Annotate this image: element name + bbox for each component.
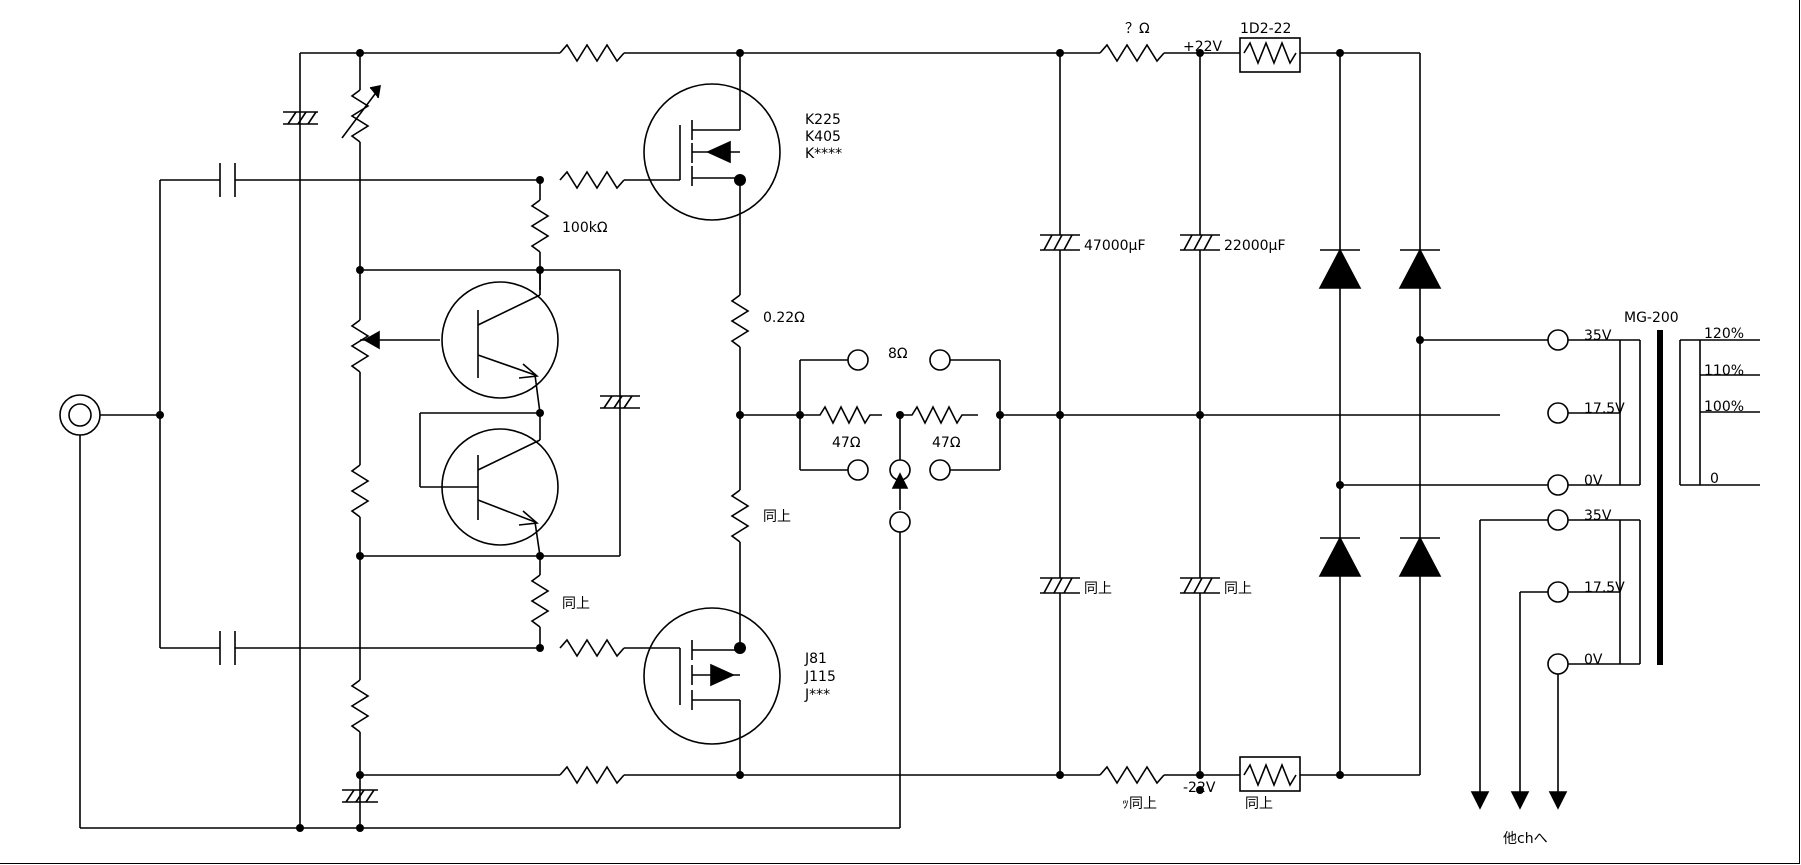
tap-35v-a bbox=[1547, 329, 1569, 351]
resistor-same-mid bbox=[730, 489, 750, 543]
label-v-minus: -22V bbox=[1183, 780, 1216, 796]
power-caps bbox=[1040, 53, 1220, 794]
driver-column bbox=[360, 180, 640, 648]
bias-potentiometer bbox=[350, 319, 370, 373]
fuse-bottom bbox=[1239, 756, 1301, 792]
resistor-bias-low bbox=[350, 679, 370, 733]
top-rail bbox=[300, 37, 1420, 73]
label-r-022: 0.22Ω bbox=[763, 310, 805, 326]
label-tap-0v-a: 0V bbox=[1584, 473, 1603, 489]
output-load bbox=[740, 349, 1500, 828]
output-stage bbox=[643, 53, 781, 775]
label-pri-120: 120% bbox=[1704, 326, 1744, 342]
label-transformer: MG-200 bbox=[1624, 310, 1679, 326]
label-r-same-mid: 同上 bbox=[763, 509, 791, 525]
label-q-bottom-1: J81 bbox=[804, 651, 827, 667]
label-q-top-2: K405 bbox=[805, 129, 841, 145]
input-section bbox=[59, 53, 900, 829]
gate-resistors bbox=[559, 170, 680, 658]
terminal-47-left bbox=[847, 459, 869, 481]
rectifier-bridge bbox=[1318, 53, 1548, 775]
bias-network bbox=[341, 53, 440, 828]
label-tap-0v-b: 0V bbox=[1584, 652, 1603, 668]
label-tap-175v-a: 17.5V bbox=[1584, 401, 1625, 417]
mosfet-top bbox=[643, 83, 781, 221]
terminal-8ohm-right bbox=[929, 349, 951, 371]
label-v-plus: +22V bbox=[1183, 39, 1223, 55]
label-q-bottom-2: J115 bbox=[804, 669, 836, 685]
terminal-8ohm-left bbox=[847, 349, 869, 371]
resistor-gate-bottom bbox=[559, 638, 625, 658]
label-q-bottom-3: J*** bbox=[804, 687, 830, 703]
resistor-47-right bbox=[900, 405, 978, 425]
resistor-bottom-rail bbox=[559, 765, 625, 785]
junction-dots bbox=[156, 49, 1424, 832]
label-pri-0: 0 bbox=[1710, 471, 1719, 487]
label-tap-175v-b: 17.5V bbox=[1584, 580, 1625, 596]
resistor-022 bbox=[730, 294, 750, 348]
tap-0v-a bbox=[1547, 474, 1569, 496]
input-jack bbox=[59, 394, 101, 436]
tap-175v-b bbox=[1547, 581, 1569, 603]
label-q-top-1: K225 bbox=[805, 112, 841, 128]
label-pri-100: 100% bbox=[1704, 399, 1744, 415]
resistor-same-left bbox=[530, 574, 550, 628]
label-r-same-left: 同上 bbox=[562, 596, 590, 612]
label-pri-110: 110% bbox=[1704, 363, 1744, 379]
mosfet-bottom bbox=[643, 607, 781, 745]
tap-35v-b bbox=[1547, 509, 1569, 531]
terminal-47-right bbox=[929, 459, 951, 481]
label-q-top-3: K**** bbox=[805, 146, 842, 162]
bottom-rail bbox=[360, 756, 1420, 792]
label-tap-35v-b: 35V bbox=[1584, 508, 1612, 524]
resistor-bias-mid bbox=[350, 464, 370, 518]
label-r-47-left: 47Ω bbox=[832, 435, 861, 451]
label-cap-same-1: 同上 bbox=[1084, 581, 1112, 597]
trimmer-resistor bbox=[350, 89, 370, 143]
label-cap-47000: 47000μF bbox=[1084, 238, 1146, 254]
label-r-47-right: 47Ω bbox=[932, 435, 961, 451]
label-cap-22000: 22000μF bbox=[1224, 238, 1286, 254]
label-r-100k: 100kΩ bbox=[562, 220, 608, 236]
label-r-8ohm: 8Ω bbox=[888, 346, 908, 362]
tap-175v-a bbox=[1547, 402, 1569, 424]
resistor-top-rail bbox=[559, 43, 625, 63]
label-other-ch: 他chへ bbox=[1503, 831, 1548, 847]
resistor-100k bbox=[530, 199, 550, 253]
fuse-top bbox=[1239, 37, 1301, 73]
resistor-gate-top bbox=[559, 170, 625, 190]
component-labels: K225 K405 K**** J81 J115 J*** 100kΩ 0.22… bbox=[562, 21, 1744, 847]
label-r-bottom-right: ｯ同上 bbox=[1122, 796, 1157, 812]
resistor-47-left bbox=[800, 405, 882, 425]
label-r-top-right: ？Ω bbox=[1125, 21, 1150, 37]
label-tap-35v-a: 35V bbox=[1584, 328, 1612, 344]
resistor-bottom-right bbox=[1099, 765, 1165, 785]
transistor-upper bbox=[441, 281, 559, 399]
label-fuse-top: 1D2-22 bbox=[1240, 21, 1291, 37]
resistor-top-right bbox=[1099, 43, 1165, 63]
label-fuse-bottom: 同上 bbox=[1245, 796, 1273, 812]
label-cap-same-2: 同上 bbox=[1224, 581, 1252, 597]
transformer bbox=[1470, 329, 1760, 810]
tap-0v-b bbox=[1547, 653, 1569, 675]
terminal-output bbox=[889, 511, 911, 533]
